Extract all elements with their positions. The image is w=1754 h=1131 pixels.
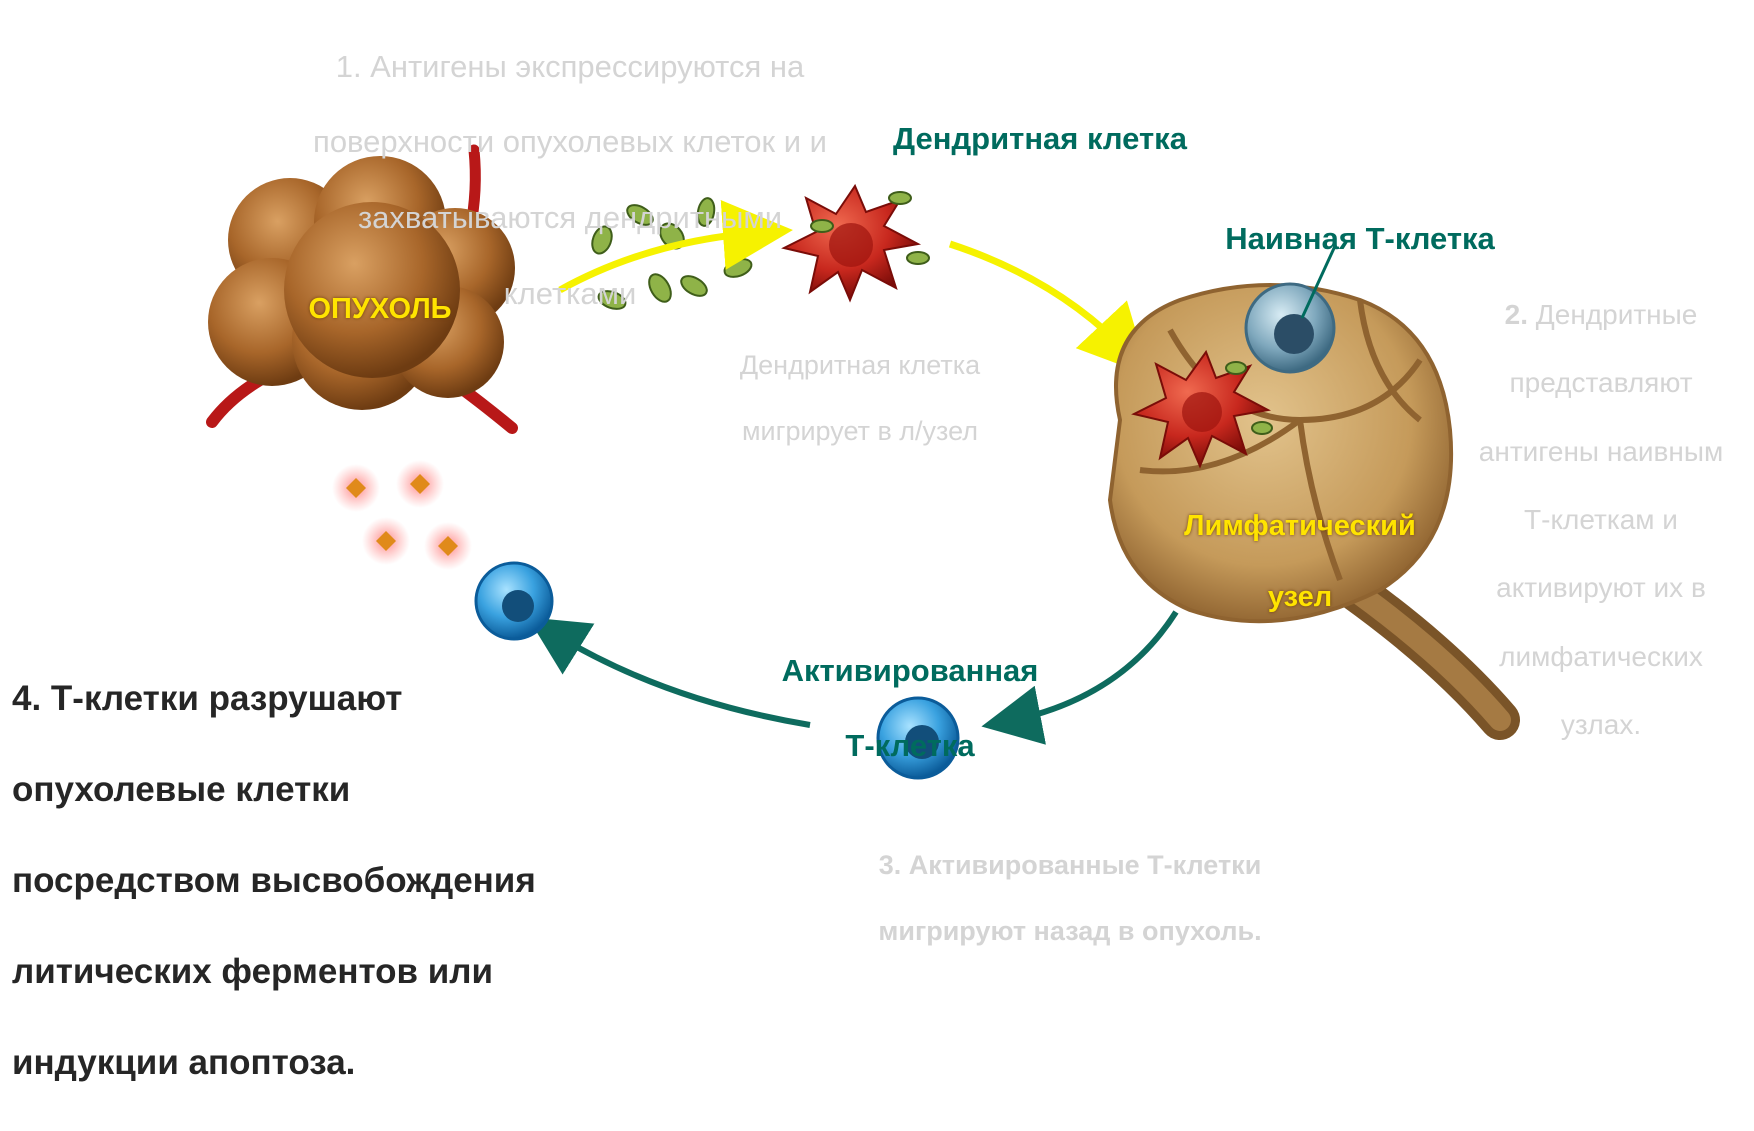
step1-line1: 1. Антигены экспрессируются на <box>220 48 920 86</box>
step2-line5: активируют их в <box>1448 571 1754 605</box>
lymph-node-label-line1: Лимфатический <box>1150 509 1450 544</box>
step1-line2: поверхности опухолевых клеток и и <box>220 123 920 161</box>
dendritic-migrates-line1: Дендритная клетка <box>690 349 1030 382</box>
step2-line6: лимфатических <box>1448 640 1754 674</box>
activated-tcell-label: Активированная Т-клетка <box>740 614 1080 803</box>
step4-line5: индукции апоптоза. <box>12 1040 632 1086</box>
step2-caption: 2. Дендритные представляют антигены наив… <box>1448 264 1754 776</box>
step4-caption: 4. Т-клетки разрушают опухолевые клетки … <box>12 630 632 1131</box>
dendritic-cell-label: Дендритная клетка <box>840 120 1240 158</box>
naive-tcell <box>1246 284 1334 372</box>
lytic-enzymes <box>332 460 472 570</box>
dendritic-migrates-line2: мигрирует в л/узел <box>690 415 1030 448</box>
step4-line1: 4. Т-клетки разрушают <box>12 676 632 722</box>
step4-line2: опухолевые клетки <box>12 767 632 813</box>
lymph-node-label: Лимфатический узел <box>1150 474 1450 651</box>
step3-line2: мигрируют назад в опухоль. <box>820 915 1320 948</box>
step2-line1: 2. Дендритные <box>1448 298 1754 332</box>
killer-tcell <box>476 563 552 639</box>
step2-line7: узлах. <box>1448 708 1754 742</box>
step2-number: 2. <box>1505 299 1528 330</box>
tumor-label: ОПУХОЛЬ <box>270 292 490 327</box>
step4-line4: литических ферментов или <box>12 949 632 995</box>
naive-tcell-label: Наивная Т-клетка <box>1170 220 1550 258</box>
step3-line1: 3. Активированные Т-клетки <box>820 849 1320 882</box>
lymph-node-label-line2: узел <box>1150 580 1450 615</box>
step2-line3: антигены наивным <box>1448 435 1754 469</box>
activated-tcell-line2: Т-клетка <box>740 727 1080 765</box>
step3-caption: 3. Активированные Т-клетки мигрируют наз… <box>820 816 1320 981</box>
step2-line2: представляют <box>1448 366 1754 400</box>
step2-line4: Т-клеткам и <box>1448 503 1754 537</box>
step1-line3: захватываются дендритными <box>220 199 920 237</box>
activated-tcell-line1: Активированная <box>740 652 1080 690</box>
step2-line1-text: Дендритные <box>1528 299 1697 330</box>
step4-line3: посредством высвобождения <box>12 858 632 904</box>
dendritic-migrates-caption: Дендритная клетка мигрирует в л/узел <box>690 316 1030 481</box>
